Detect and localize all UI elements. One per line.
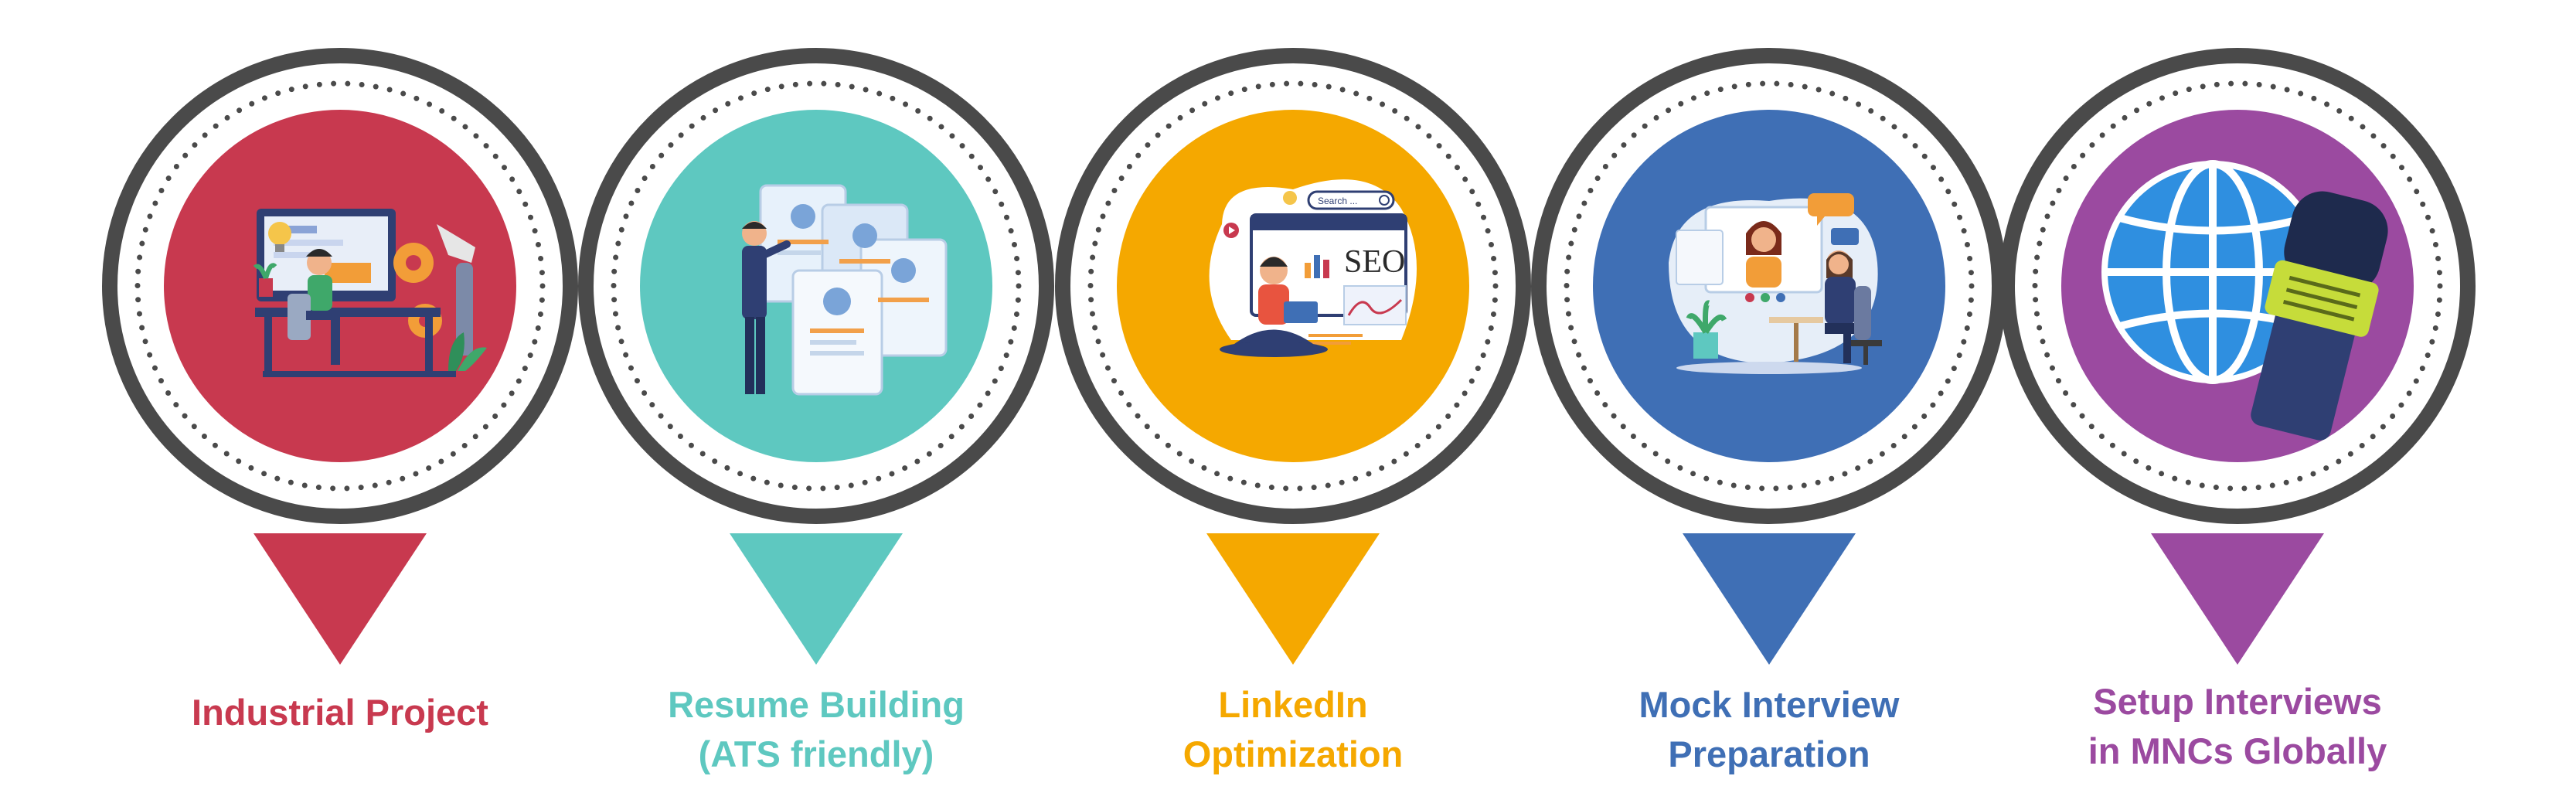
pointer-svg (254, 533, 427, 665)
outer-ring (1999, 48, 2476, 524)
step-ring (102, 48, 578, 524)
dotted-ring (2032, 80, 2443, 492)
seo-laptop-icon: Search ... SEO (1209, 179, 1417, 357)
pointer-triangle (2151, 533, 2324, 665)
step-ring (1999, 48, 2476, 524)
step-label-line-2: in MNCs Globally (2088, 730, 2387, 771)
video-interview-icon (1669, 193, 1882, 374)
dotted-ring (1087, 80, 1499, 492)
step-label-line-1: Setup Interviews (2093, 681, 2382, 722)
step-label: Industrial Project (85, 688, 595, 737)
step-label: Resume Building (ATS friendly) (561, 680, 1071, 779)
dotted-ring (1564, 80, 1975, 492)
outer-ring (578, 48, 1054, 524)
step-label-line-2: (ATS friendly) (698, 733, 934, 774)
pointer-triangle (730, 533, 903, 665)
step-linkedin-optimization: Search ... SEO (1038, 0, 1548, 810)
step-resume-building: Resume Building (ATS friendly) (561, 0, 1071, 810)
pointer-triangle (254, 533, 427, 665)
step-ring (578, 48, 1054, 524)
step-label: Mock Interview Preparation (1514, 680, 2024, 779)
resume-documents-icon (742, 184, 948, 396)
dotted-ring (611, 80, 1022, 492)
outer-ring (102, 48, 578, 524)
pointer-svg (2151, 533, 2324, 665)
pointer-triangle (1683, 533, 1856, 665)
outer-ring (1055, 48, 1531, 524)
seo-text: SEO (1344, 244, 1405, 280)
step-mock-interview: Mock Interview Preparation (1514, 0, 2024, 810)
step-label-line-1: Mock Interview (1638, 684, 1900, 725)
pointer-svg (1206, 533, 1380, 665)
search-bar-text: Search ... (1318, 196, 1357, 206)
step-label-line-1: Resume Building (668, 684, 965, 725)
step-label-line-1: Industrial Project (192, 692, 488, 733)
step-label: LinkedIn Optimization (1038, 680, 1548, 779)
step-label-line-2: Optimization (1183, 733, 1404, 774)
globe-microphone-icon (2101, 160, 2388, 441)
step-ring (1531, 48, 2007, 524)
pointer-svg (730, 533, 903, 665)
step-label: Setup Interviews in MNCs Globally (1982, 677, 2493, 776)
step-label-line-1: LinkedIn (1218, 684, 1368, 725)
engineer-at-workstation-icon (253, 209, 487, 377)
pointer-svg (1683, 533, 1856, 665)
step-setup-interviews: Setup Interviews in MNCs Globally (1982, 0, 2493, 810)
step-industrial-project: Industrial Project (85, 0, 595, 810)
pointer-triangle (1206, 533, 1380, 665)
step-ring: Search ... SEO (1055, 48, 1531, 524)
dotted-ring (134, 80, 546, 492)
step-label-line-2: Preparation (1668, 733, 1870, 774)
